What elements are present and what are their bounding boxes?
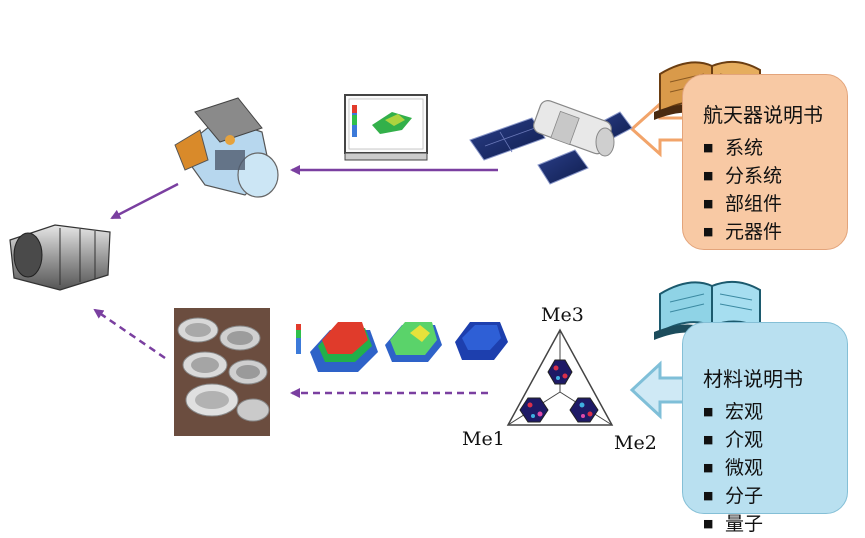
list-item: 微观 — [703, 454, 831, 482]
vertex-label-top: Me3 — [541, 304, 584, 326]
list-item: 分系统 — [703, 162, 831, 190]
material-manual-list: 宏观 介观 微观 分子 量子 — [703, 398, 831, 538]
flow-arrow-cutaway-to-cylinder — [110, 182, 179, 220]
computer-monitor-icon — [344, 94, 428, 161]
material-manual-title: 材料说明书 — [703, 367, 803, 391]
list-item: 介观 — [703, 426, 831, 454]
material-manual-card: 材料说明书 宏观 介观 微观 分子 量子 — [682, 322, 848, 535]
cylinder-component-icon — [9, 224, 111, 291]
list-item: 宏观 — [703, 398, 831, 426]
vertex-label-right: Me2 — [614, 432, 657, 454]
flow-arrow-cups-to-cylinder — [93, 308, 166, 360]
spacecraft-cutaway-icon — [174, 97, 279, 198]
spacecraft-manual-list: 系统 分系统 部组件 元器件 — [703, 134, 831, 246]
list-item: 量子 — [703, 510, 831, 538]
list-item: 系统 — [703, 134, 831, 162]
list-item: 分子 — [703, 482, 831, 510]
spacecraft-manual-title: 航天器说明书 — [703, 103, 823, 127]
list-item: 元器件 — [703, 218, 831, 246]
spacecraft-manual-card: 航天器说明书 系统 分系统 部组件 元器件 — [682, 74, 848, 250]
ternary-phase-diagram — [506, 328, 614, 426]
metal-cups-photo-icon — [174, 308, 270, 436]
list-item: 部组件 — [703, 190, 831, 218]
vertex-label-left: Me1 — [462, 428, 505, 450]
simulation-tiles-icon — [296, 322, 508, 372]
satellite-icon — [469, 100, 633, 185]
